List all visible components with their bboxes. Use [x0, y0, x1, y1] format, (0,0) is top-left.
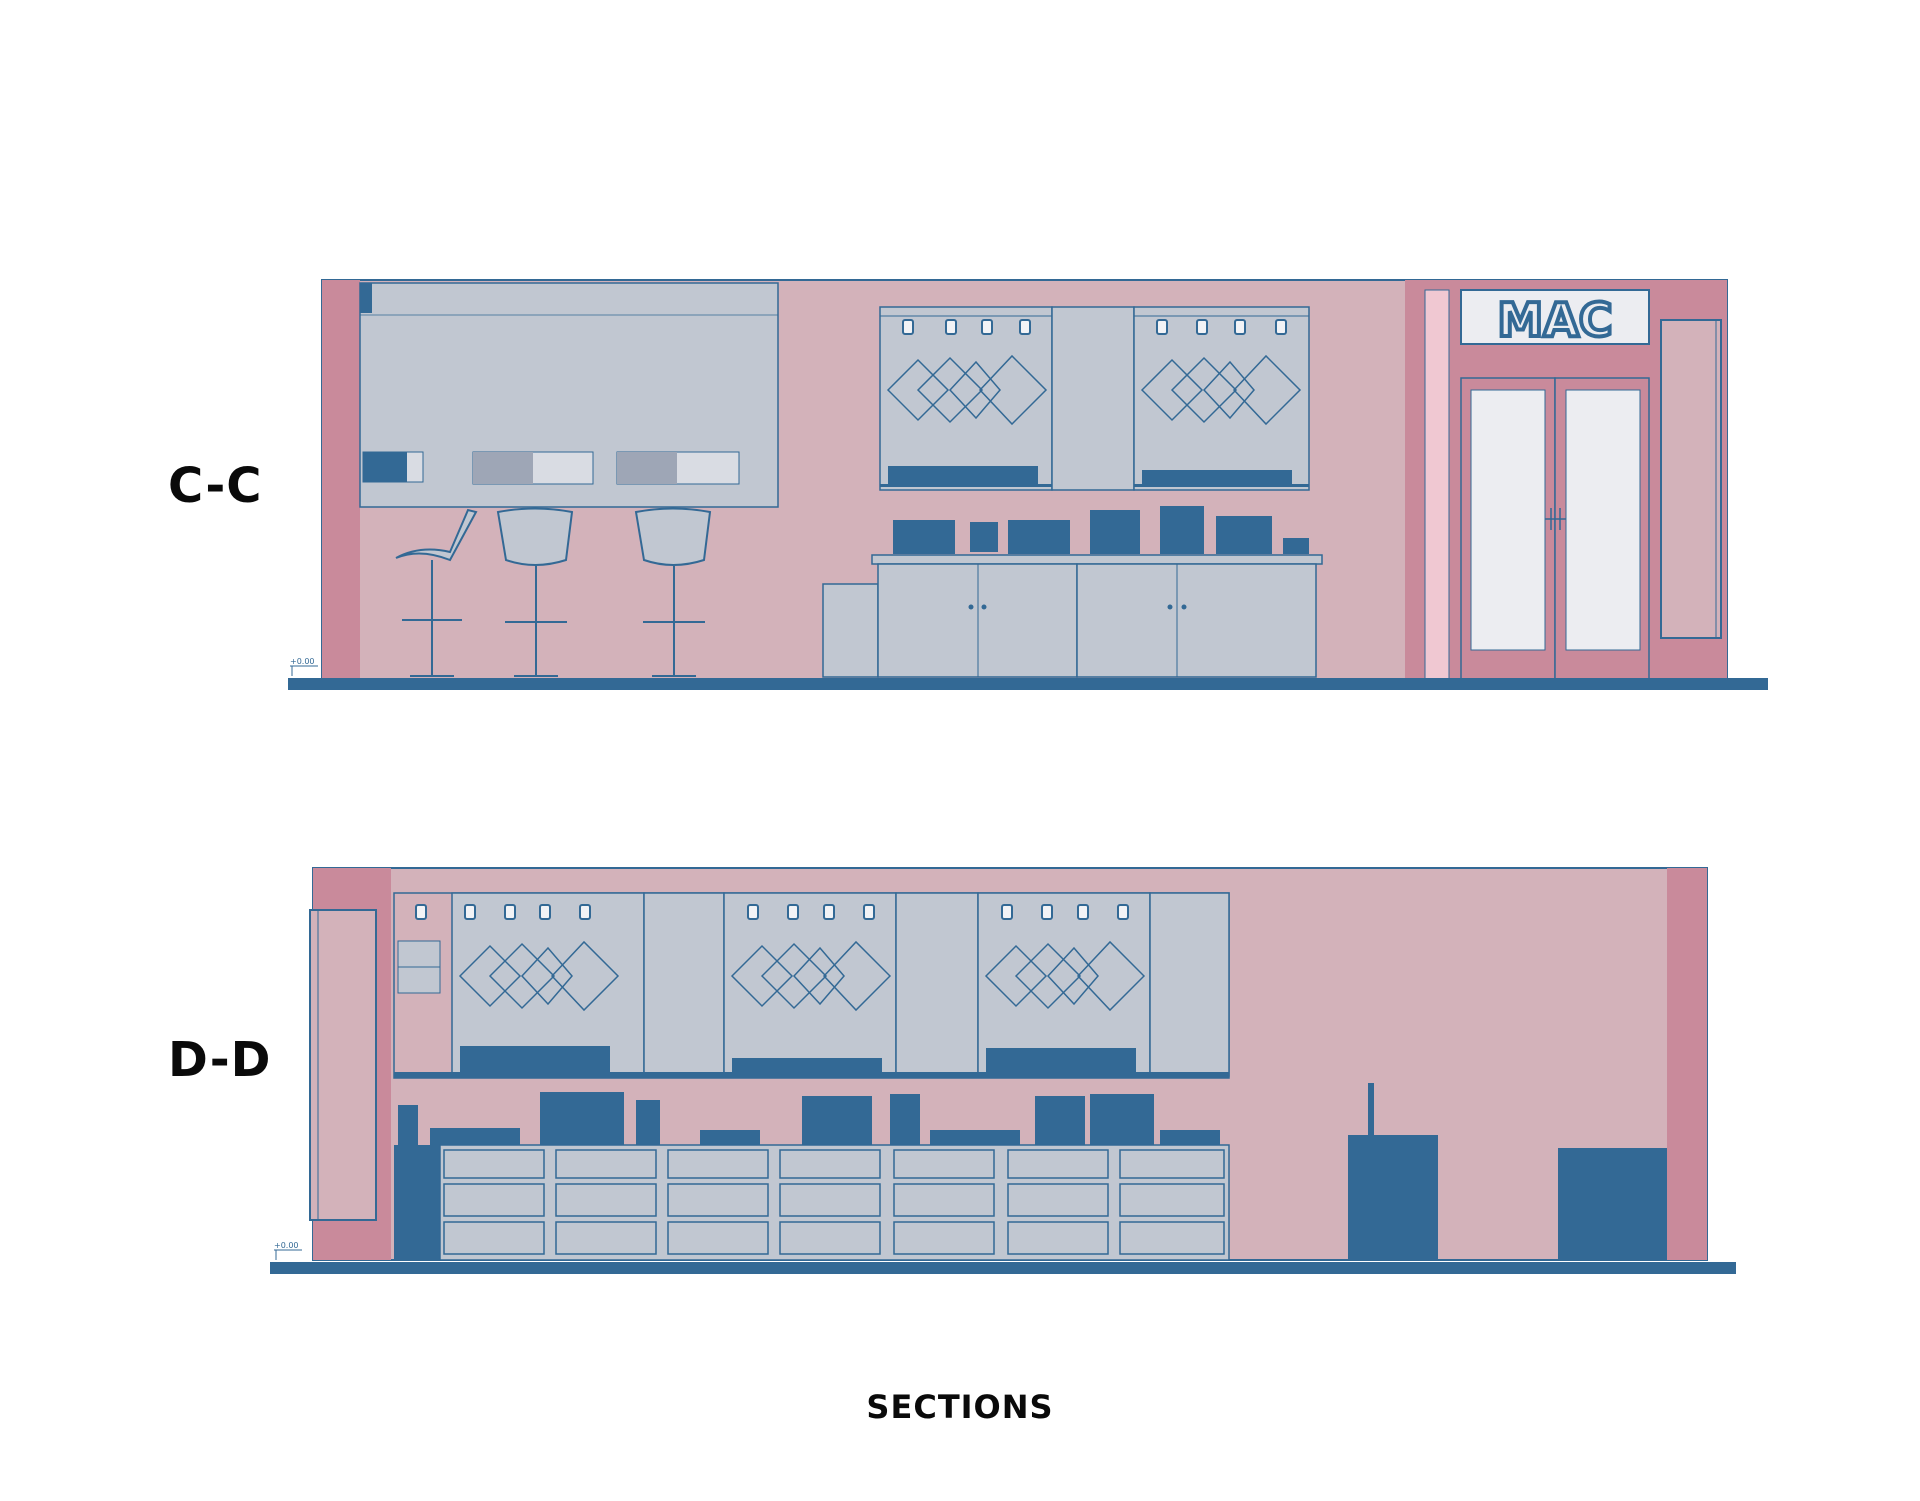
- track-light-icon: [415, 904, 1129, 920]
- dd-counter-products: [398, 1092, 1220, 1145]
- cc-counter-top: [871, 554, 1323, 565]
- cc-sign-box: [1460, 289, 1650, 345]
- dd-cashier-desk: [1348, 1135, 1438, 1260]
- diamond-shelf-icon: [886, 354, 1302, 426]
- dd-case-divider-3: [1149, 892, 1230, 1077]
- diamond-shelf-icon: [458, 940, 1146, 1012]
- cc-side-cabinet: [822, 583, 879, 678]
- dd-right-pier: [1667, 868, 1707, 1260]
- cc-display-divider: [1051, 306, 1135, 491]
- cc-panel-dark-strip: [360, 283, 372, 313]
- dd-drawer-grid: [443, 1149, 1225, 1255]
- cc-floor: [288, 678, 1768, 690]
- section-cc: MAC +0.00: [288, 279, 1768, 690]
- section-label-cc: C-C: [168, 458, 263, 514]
- dd-case-3: [977, 892, 1151, 1077]
- dd-case-divider-1: [643, 892, 725, 1077]
- section-label-dd: D-D: [168, 1032, 272, 1088]
- door-handle-icon: [1545, 508, 1566, 530]
- level-marker-icon: +0.00: [290, 657, 318, 676]
- cc-display-case-left: [879, 306, 1053, 491]
- dd-floor: [270, 1262, 1736, 1274]
- cc-display-case-right: [1133, 306, 1310, 491]
- bar-stool-icon: [395, 508, 478, 677]
- cc-door-glass-right: [1565, 389, 1641, 651]
- dd-case-1: [451, 892, 645, 1077]
- track-light-icon: [902, 319, 1287, 335]
- dd-monitor: [1368, 1083, 1374, 1135]
- dd-lower-cabinet-base: [394, 1145, 440, 1260]
- bar-stool-icon: [496, 507, 574, 677]
- drawing-caption: SECTIONS: [866, 1388, 1054, 1426]
- bar-stool-icon: [634, 507, 712, 677]
- section-dd: +0.00: [270, 867, 1736, 1274]
- svg-text:+0.00: +0.00: [290, 657, 315, 666]
- svg-text:+0.00: +0.00: [274, 1241, 299, 1250]
- dd-counter-block: [1558, 1148, 1667, 1260]
- cc-side-panel: [1660, 319, 1722, 639]
- level-marker-icon: +0.00: [274, 1241, 302, 1260]
- dd-case-divider-2: [895, 892, 979, 1077]
- cc-cabinet-right: [1076, 563, 1317, 678]
- dd-side-panel: [309, 909, 377, 1221]
- cc-door-glass-left: [1470, 389, 1546, 651]
- dd-case-2: [723, 892, 897, 1077]
- cc-brand-sign: MAC: [1497, 293, 1612, 347]
- cc-door-frame-light: [1424, 289, 1450, 681]
- cc-counter-products: [893, 506, 1309, 554]
- cc-left-pier: [322, 280, 360, 680]
